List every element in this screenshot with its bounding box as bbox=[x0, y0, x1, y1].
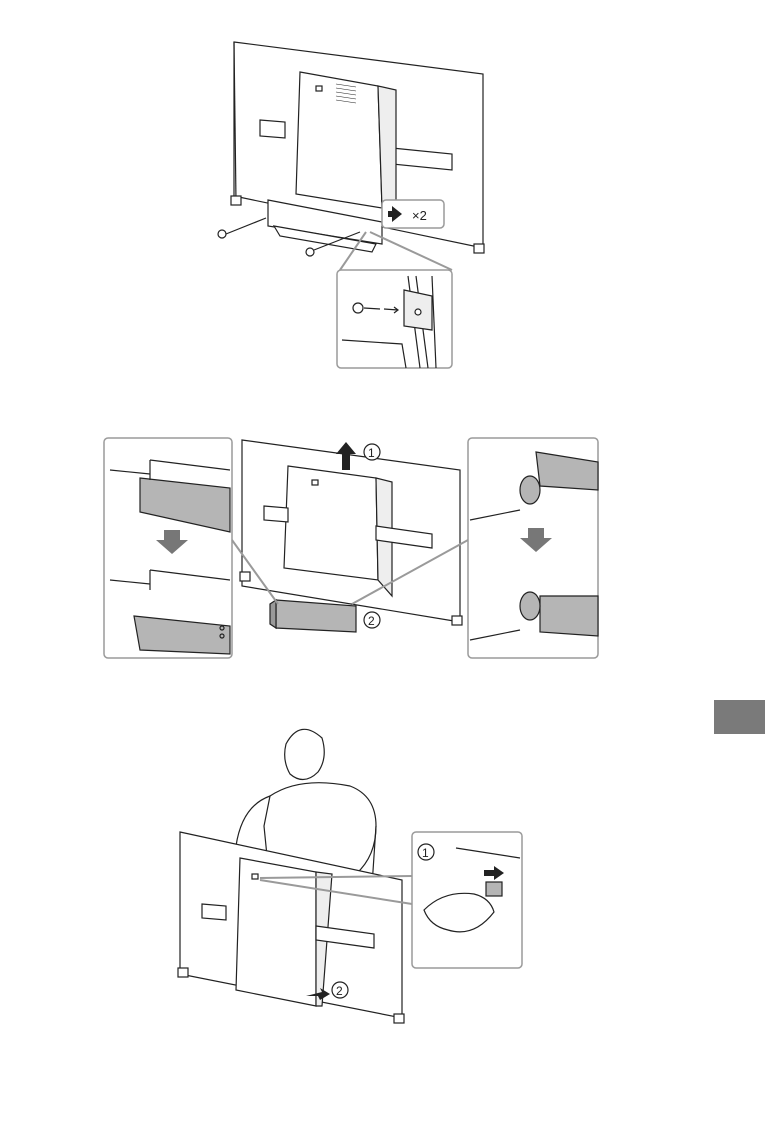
svg-text:2: 2 bbox=[336, 984, 343, 998]
step-1-badge-fig3: 1 bbox=[418, 844, 434, 860]
svg-text:1: 1 bbox=[422, 846, 429, 860]
page-edge-tab bbox=[714, 700, 765, 734]
release-lever bbox=[486, 882, 502, 896]
step-2-badge-fig3: 2 bbox=[332, 982, 348, 998]
